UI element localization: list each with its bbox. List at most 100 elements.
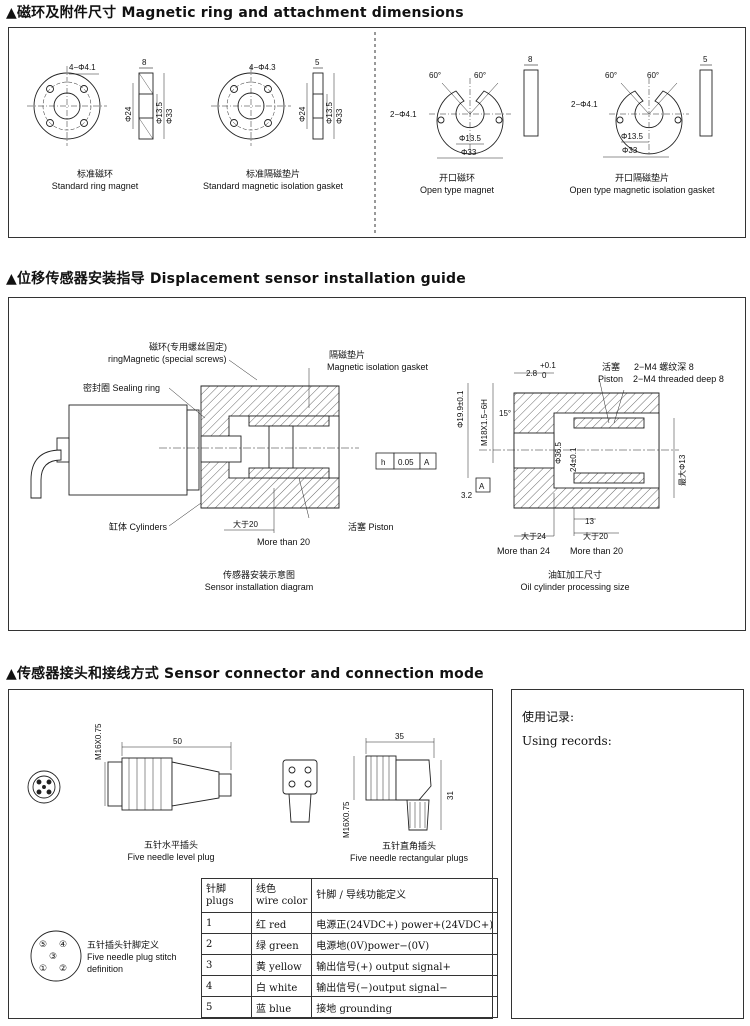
label-seal: 密封圈 Sealing ring bbox=[83, 382, 160, 393]
label-m4-cn: 2−M4 螺纹深 8 bbox=[634, 361, 694, 372]
ring1-thick: 8 bbox=[142, 58, 147, 67]
ring1-holes: 4−Φ4.1 bbox=[69, 63, 96, 72]
caption-install-cn: 传感器安装示意图 bbox=[223, 569, 295, 580]
standard-ring-drawing bbox=[27, 66, 165, 146]
datum-a: A bbox=[479, 482, 485, 491]
standard-gasket-drawing bbox=[211, 66, 335, 146]
usage-records-box: 使用记录: Using records: bbox=[511, 689, 744, 1019]
label-gasket-cn: 隔磁垫片 bbox=[329, 349, 365, 360]
sensor-install-drawing bbox=[30, 359, 359, 533]
label-cylinders: 缸体 Cylinders bbox=[109, 521, 168, 532]
open-ring-thick: 8 bbox=[528, 55, 533, 64]
open-ring-caption-en: Open type magnet bbox=[420, 185, 495, 195]
dim-13: 13 bbox=[585, 517, 594, 526]
open-ring-drawing bbox=[429, 64, 539, 159]
open-ring-caption-cn: 开口磁环 bbox=[439, 172, 475, 183]
dim-p01: +0.1 bbox=[540, 361, 556, 370]
dim-m16-b: M16X0.75 bbox=[342, 801, 351, 838]
header-function: 针脚 / 导线功能定义 bbox=[311, 878, 499, 913]
open-gasket-din: Φ13.5 bbox=[621, 132, 644, 141]
plug1-caption-en: Five needle level plug bbox=[127, 852, 214, 862]
gasket-holes: 4−Φ4.3 bbox=[249, 63, 276, 72]
dim-d199: Φ19.9±0.1 bbox=[456, 390, 465, 428]
dim-31: 31 bbox=[446, 791, 455, 800]
magnetic-ring-panel: 4−Φ4.1 8 Φ24 Φ13.5 Φ33 标准磁环 Standard rin… bbox=[8, 27, 746, 238]
open-ring-ang2: 60° bbox=[474, 71, 486, 80]
open-ring-ang1: 60° bbox=[429, 71, 441, 80]
gasket-dout: Φ33 bbox=[335, 108, 344, 124]
dim-m18: M18X1.5−6H bbox=[480, 399, 489, 446]
open-gasket-dout: Φ33 bbox=[622, 146, 638, 155]
pin-def-en2: definition bbox=[87, 964, 123, 974]
label-piston2-cn: 活塞 bbox=[602, 361, 620, 372]
gasket-caption-cn: 标准隔磁垫片 bbox=[246, 168, 300, 179]
pin-definition-drawing: ⑤ ④ ③ ① ② bbox=[30, 930, 82, 982]
tol-h: h bbox=[381, 458, 385, 467]
label-more20b-cn: 大于20 bbox=[583, 531, 608, 541]
plug1-caption-cn: 五针水平插头 bbox=[144, 839, 198, 850]
ring1-dpc: Φ24 bbox=[124, 106, 133, 122]
label-more20b-en: More than 20 bbox=[570, 546, 623, 556]
open-gasket-holes: 2−Φ4.1 bbox=[571, 100, 598, 109]
label-ring-cn: 磁环(专用螺丝固定) bbox=[149, 341, 227, 352]
install-panel: 磁环(专用螺丝固定) ringMagnetic (special screws)… bbox=[8, 297, 746, 631]
records-label-en: Using records: bbox=[522, 734, 612, 748]
dim-m16-a: M16X0.75 bbox=[94, 723, 103, 760]
ring1-din: Φ13.5 bbox=[155, 101, 164, 124]
dim-28: 2.8 bbox=[526, 369, 538, 378]
label-more20-en: More than 20 bbox=[257, 537, 310, 547]
label-more20-cn: 大于20 bbox=[233, 519, 258, 529]
pin-def-cn: 五针插头针脚定义 bbox=[87, 939, 159, 950]
label-piston2-en: Piston bbox=[598, 374, 623, 384]
label-ring-en: ringMagnetic (special screws) bbox=[108, 354, 227, 364]
plug2-caption-cn: 五针直角插头 bbox=[382, 840, 436, 851]
tol-a: A bbox=[424, 458, 430, 467]
pin-1: ① bbox=[39, 963, 47, 973]
caption-cylinder-cn: 油缸加工尺寸 bbox=[548, 569, 602, 580]
ring1-caption-en: Standard ring magnet bbox=[52, 181, 139, 191]
open-ring-din: Φ13.5 bbox=[459, 134, 482, 143]
ring1-dout: Φ33 bbox=[165, 108, 174, 124]
open-gasket-caption-en: Open type magnetic isolation gasket bbox=[569, 185, 715, 195]
open-ring-dout: Φ33 bbox=[461, 148, 477, 157]
gasket-din: Φ13.5 bbox=[325, 101, 334, 124]
open-gasket-caption-cn: 开口隔磁垫片 bbox=[615, 172, 669, 183]
straight-plug-drawing bbox=[104, 742, 232, 811]
plug2-caption-en: Five needle rectangular plugs bbox=[350, 853, 469, 863]
ring1-caption-cn: 标准磁环 bbox=[77, 168, 113, 179]
dim-d365: Φ36.5 bbox=[554, 441, 563, 464]
label-gasket-en: Magnetic isolation gasket bbox=[327, 362, 429, 372]
gasket-caption-en: Standard magnetic isolation gasket bbox=[203, 181, 344, 191]
tolerance-frame bbox=[375, 452, 491, 493]
label-more24-cn: 大于24 bbox=[521, 531, 546, 541]
dim-d13: 最大Φ13 bbox=[677, 454, 687, 486]
pin-5: ⑤ bbox=[39, 939, 47, 949]
gasket-dpc: Φ24 bbox=[298, 106, 307, 122]
section-title-connector: ▲传感器接头和接线方式 Sensor connector and connect… bbox=[6, 666, 484, 682]
caption-install-en: Sensor installation diagram bbox=[205, 582, 314, 592]
dim-15deg: 15° bbox=[499, 409, 511, 418]
open-gasket-ang2: 60° bbox=[647, 71, 659, 80]
pin-3: ③ bbox=[49, 951, 57, 961]
records-label-cn: 使用记录: bbox=[522, 710, 575, 724]
open-gasket-drawing bbox=[603, 64, 713, 158]
dim-35: 35 bbox=[395, 732, 404, 741]
label-piston: 活塞 Piston bbox=[348, 521, 394, 532]
right-angle-plug-drawing bbox=[282, 738, 442, 831]
dim-50: 50 bbox=[173, 737, 182, 746]
label-more24-en: More than 24 bbox=[497, 546, 550, 556]
open-ring-holes: 2−Φ4.1 bbox=[390, 110, 417, 119]
pin-def-en1: Five needle plug stitch bbox=[87, 952, 177, 962]
plug-face-drawing bbox=[27, 770, 61, 804]
cylinder-processing-drawing bbox=[467, 372, 679, 537]
gasket-thick: 5 bbox=[315, 58, 320, 67]
